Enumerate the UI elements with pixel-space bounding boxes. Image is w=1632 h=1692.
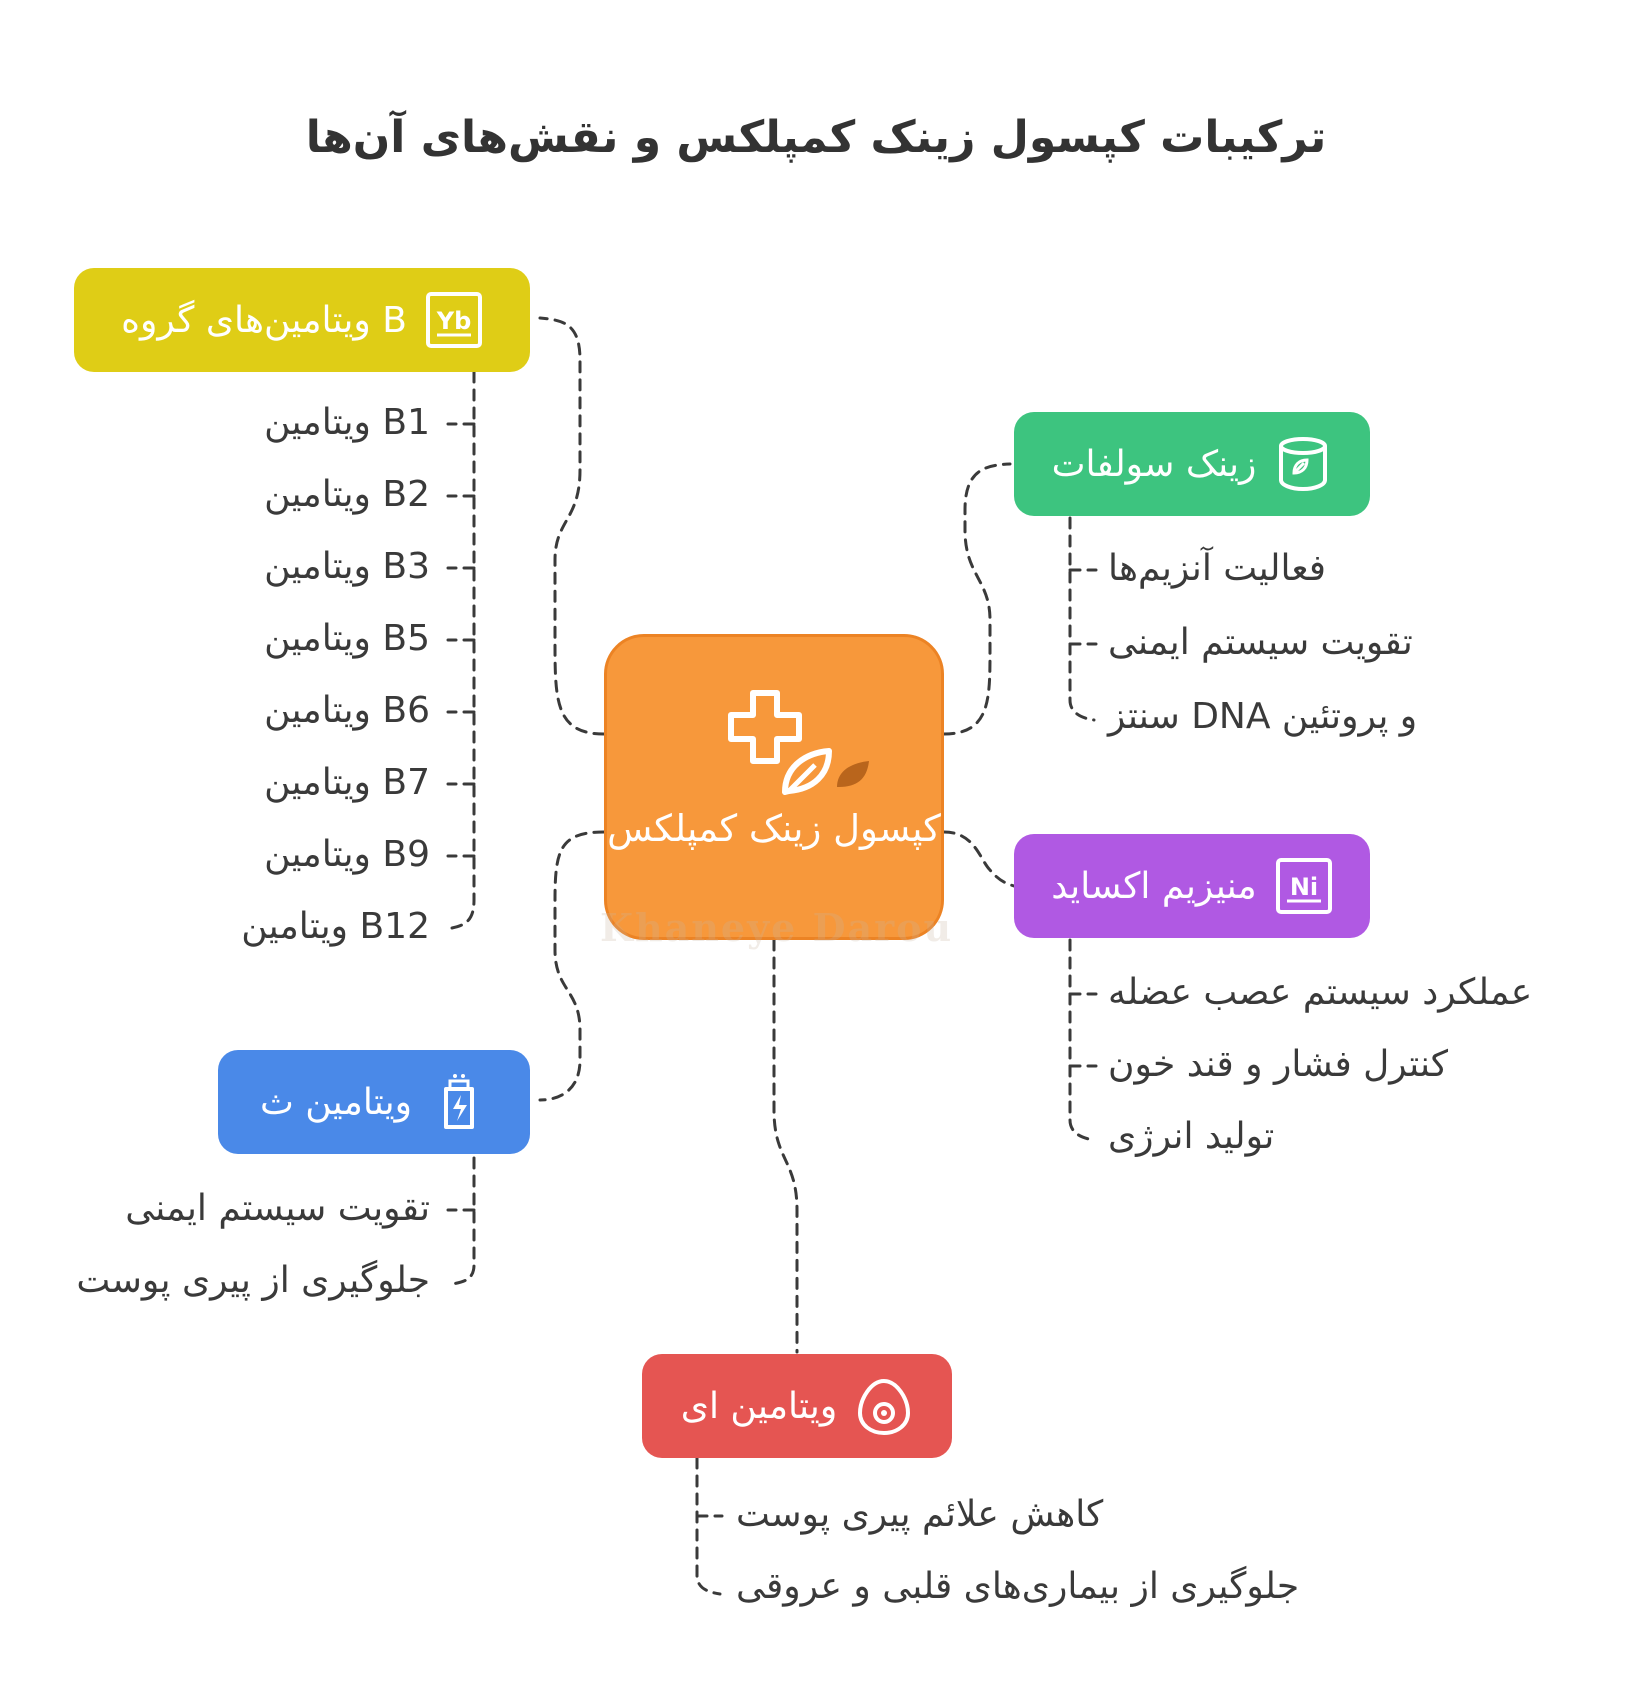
list-item: جلوگیری از پیری پوست bbox=[76, 1260, 430, 1301]
node-magnesium-oxide: Ni منیزیم اکساید bbox=[1014, 834, 1370, 938]
list-item: کاهش علائم پیری پوست bbox=[736, 1494, 1104, 1535]
page-title: ترکیبات کپسول زینک کمپلکس و نقش‌های آن‌ه… bbox=[305, 112, 1327, 163]
jar-icon bbox=[1279, 437, 1328, 492]
connector-center-magnesium bbox=[942, 830, 1016, 888]
node-vitamin-e-label: ویتامین ای bbox=[680, 1385, 838, 1427]
list-item: و پروتئین DNA سنتز bbox=[1108, 696, 1418, 737]
node-vitamin-e: ویتامین ای bbox=[642, 1354, 952, 1458]
node-zinc-sulfate-label: زینک سولفات bbox=[1051, 443, 1257, 485]
list-item: B7 ویتامین bbox=[264, 762, 430, 803]
center-label: کپسول زینک کمپلکس bbox=[607, 807, 941, 850]
node-zinc-sulfate: زینک سولفات bbox=[1014, 412, 1370, 516]
list-item: کنترل فشار و قند خون bbox=[1108, 1044, 1448, 1085]
list-item: B9 ویتامین bbox=[264, 834, 430, 875]
list-item: B6 ویتامین bbox=[264, 690, 430, 731]
branch-vitamin-e bbox=[695, 1456, 722, 1596]
branch-magnesium bbox=[1068, 938, 1096, 1142]
egg-icon bbox=[858, 1378, 911, 1435]
branch-vitamin-b bbox=[450, 370, 476, 930]
branch-vitamin-c bbox=[450, 1156, 476, 1286]
node-magnesium-oxide-label: منیزیم اکساید bbox=[1051, 865, 1257, 907]
list-item: B3 ویتامین bbox=[264, 546, 430, 587]
list-item: جلوگیری از بیماری‌های قلبی و عروقی bbox=[736, 1566, 1300, 1607]
center-node: کپسول زینک کمپلکس bbox=[604, 634, 944, 940]
energy-drink-icon bbox=[444, 1074, 475, 1129]
list-item: تولید انرژی bbox=[1108, 1116, 1275, 1157]
list-item: B5 ویتامین bbox=[264, 618, 430, 659]
watermark-text: Khaneye Darou bbox=[600, 905, 954, 950]
medical-leaf-icon bbox=[728, 690, 869, 795]
list-item: تقویت سیستم ایمنی bbox=[125, 1188, 430, 1229]
node-vitamin-c-label: ویتامین ث bbox=[259, 1081, 413, 1123]
element-box-icon: Ni bbox=[1275, 858, 1332, 914]
branch-zinc bbox=[1068, 516, 1096, 722]
node-vitamin-b-label: B ویتامین‌های گروه bbox=[121, 299, 407, 341]
list-item: B12 ویتامین bbox=[241, 906, 430, 947]
connector-center-vitamin-b bbox=[538, 316, 606, 736]
list-item: تقویت سیستم ایمنی bbox=[1108, 622, 1413, 663]
list-item: عملکرد سیستم عصب عضله bbox=[1108, 972, 1533, 1013]
connector-center-vitamin-e bbox=[772, 938, 799, 1354]
list-item: B1 ویتامین bbox=[264, 402, 430, 443]
node-vitamin-b: Yb B ویتامین‌های گروه bbox=[74, 268, 530, 372]
connector-center-zinc bbox=[942, 462, 1012, 736]
svg-text:Yb: Yb bbox=[436, 307, 472, 335]
vitamin-b-box-icon: Yb bbox=[425, 292, 482, 348]
node-vitamin-c: ویتامین ث bbox=[218, 1050, 530, 1154]
list-item: B2 ویتامین bbox=[264, 474, 430, 515]
connector-center-vitamin-c bbox=[538, 830, 606, 1102]
svg-text:Ni: Ni bbox=[1290, 873, 1318, 901]
list-item: فعالیت آنزیم‌ها bbox=[1108, 548, 1326, 589]
